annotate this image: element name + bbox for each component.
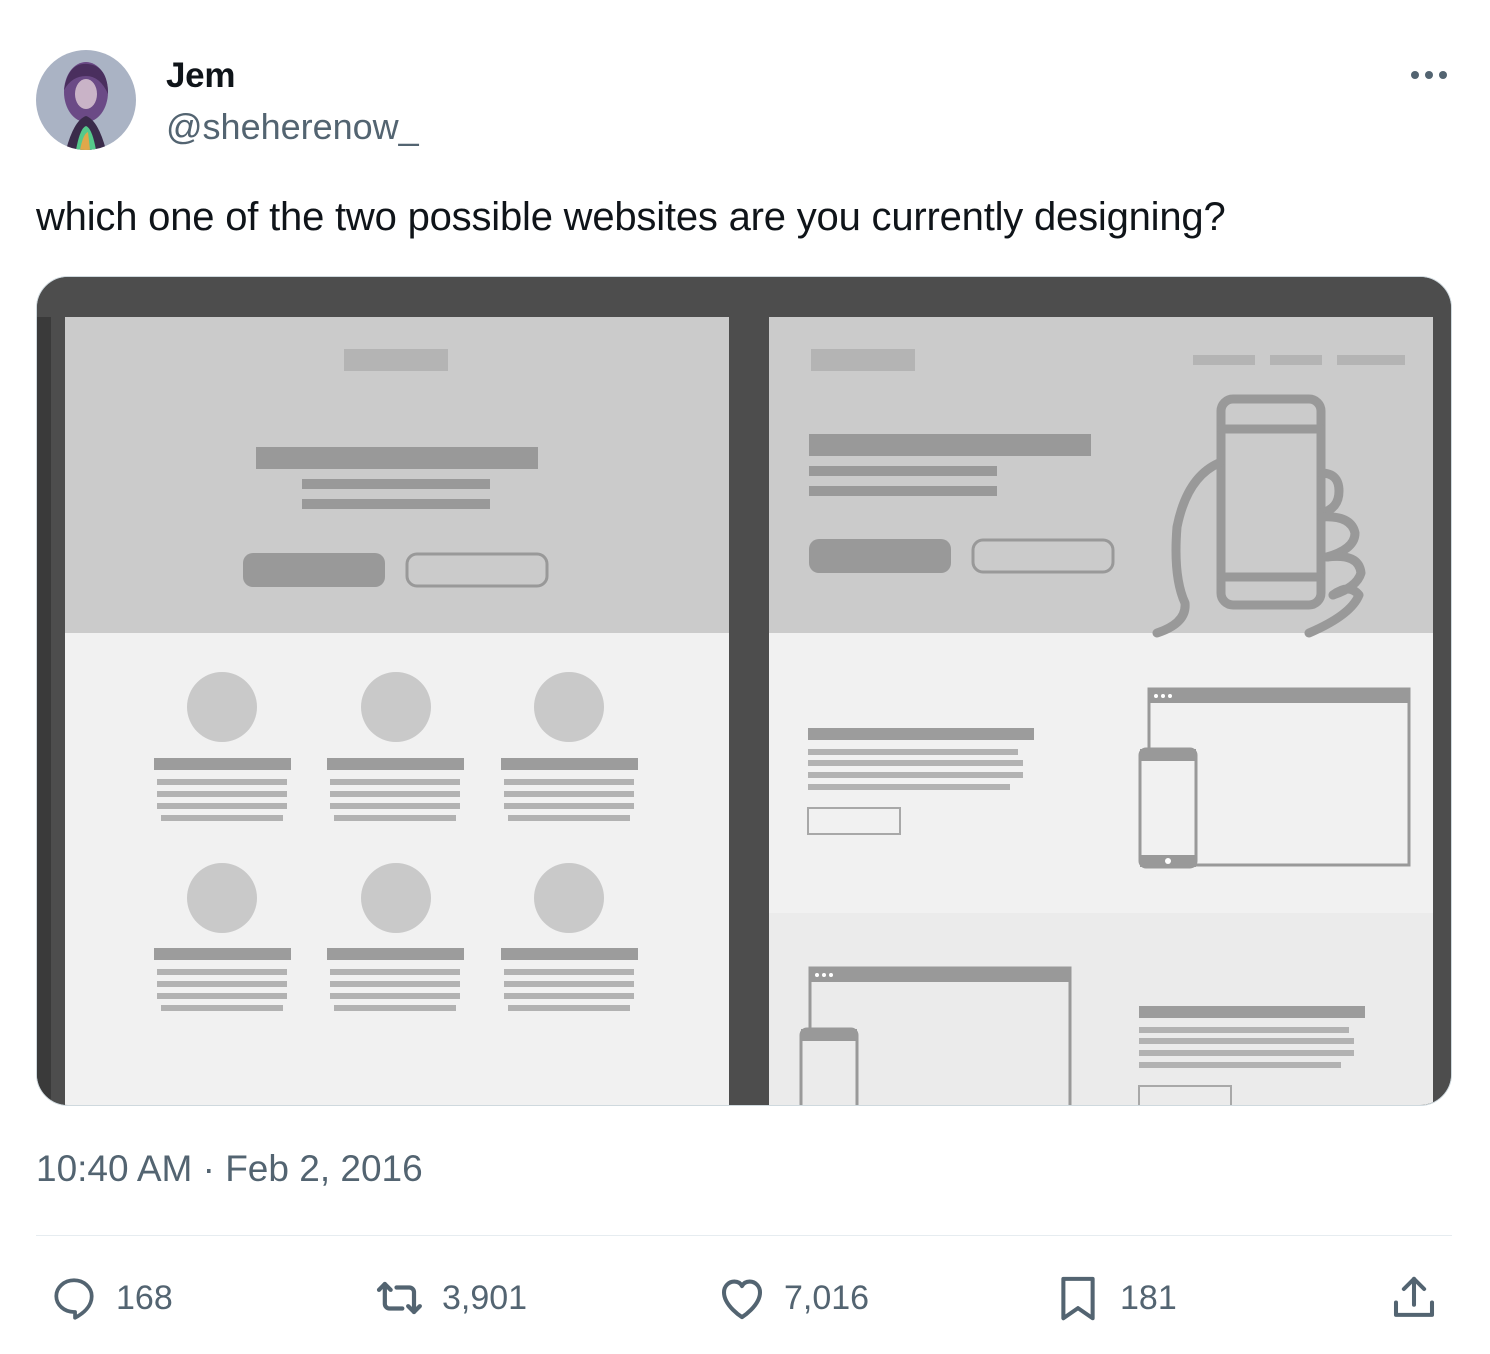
divider [36,1235,1452,1236]
left-wireframe [65,317,729,1105]
reply-icon [54,1278,94,1320]
avatar-image [36,50,136,150]
right-wireframe [769,317,1433,1105]
more-horizontal-icon [1411,71,1447,79]
author-avatar[interactable] [36,50,136,150]
author-handle[interactable]: @sheherenow_ [166,106,419,147]
reply-count: 168 [116,1278,173,1317]
bookmark-button[interactable]: 181 [1050,1268,1177,1328]
tweet-text: which one of the two possible websites a… [36,195,1226,239]
author-name[interactable]: Jem [166,56,236,95]
tweet-timestamp[interactable]: 10:40 AM · Feb 2, 2016 [36,1148,423,1189]
retweet-count: 3,901 [442,1278,528,1317]
share-icon [1393,1276,1435,1317]
share-button[interactable] [1386,1268,1442,1328]
bookmark-icon [1061,1276,1095,1321]
heart-icon [721,1279,763,1320]
bookmark-count: 181 [1120,1278,1177,1317]
retweet-icon [376,1281,422,1315]
two-website-wireframes-image [37,277,1451,1105]
more-options-button[interactable] [1404,58,1454,92]
like-count: 7,016 [784,1278,870,1317]
like-button[interactable]: 7,016 [714,1268,869,1328]
retweet-button[interactable]: 3,901 [372,1268,527,1328]
reply-button[interactable]: 168 [46,1268,173,1328]
tweet-image[interactable] [36,276,1452,1106]
